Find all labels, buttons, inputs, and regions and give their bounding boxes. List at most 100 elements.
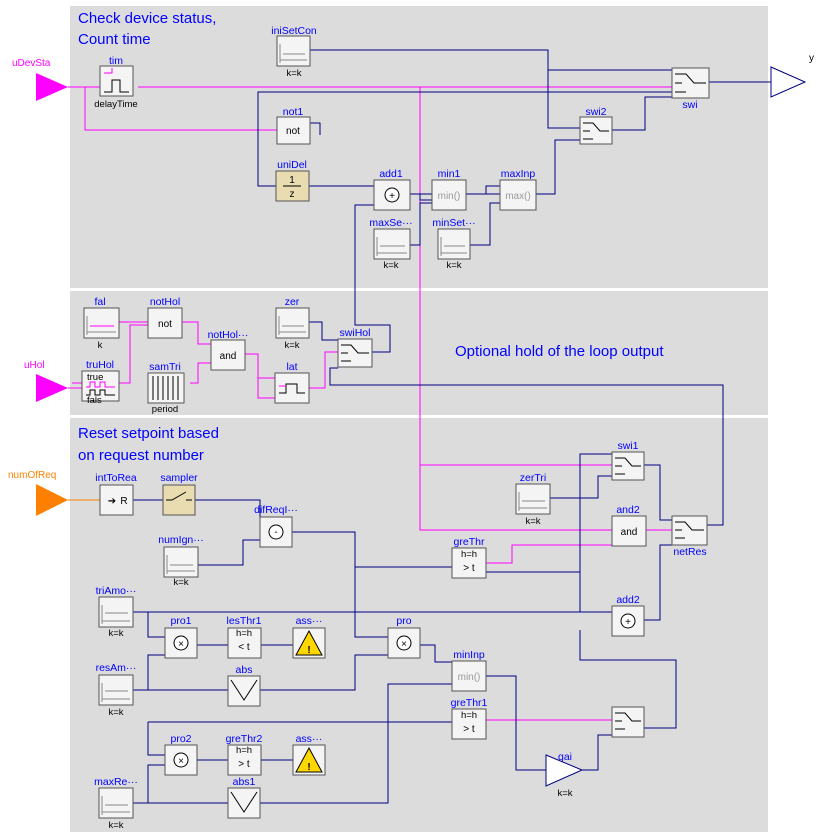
block-resAm[interactable]: resAm··· k=k	[96, 662, 137, 718]
svg-text:k=k: k=k	[286, 68, 301, 79]
block-netRes[interactable]: netRes	[671, 515, 708, 558]
svg-text:h=h: h=h	[236, 745, 252, 756]
svg-text:swiHol: swiHol	[340, 327, 371, 339]
block-add2[interactable]: add2 +	[611, 594, 645, 637]
svg-text:k=k: k=k	[108, 628, 123, 639]
block-triAmo[interactable]: triAmo··· k=k	[96, 585, 137, 639]
block-swi[interactable]: swi	[671, 67, 710, 111]
block-numIgn[interactable]: numIgn··· k=k	[158, 534, 204, 588]
svg-text:-: -	[274, 527, 277, 538]
svg-text:min(): min()	[438, 191, 461, 202]
block-iniSetCon[interactable]: iniSetCon k=k	[271, 25, 317, 79]
svg-text:> t: > t	[463, 563, 475, 574]
svg-text:notHol: notHol	[150, 296, 180, 308]
svg-text:R: R	[120, 496, 127, 507]
svg-text:sampler: sampler	[160, 472, 198, 484]
svg-text:not1: not1	[283, 106, 304, 118]
block-pro[interactable]: pro ×	[387, 615, 421, 659]
svg-text:k=k: k=k	[557, 788, 572, 799]
block-gai[interactable]: gai k=k	[545, 751, 584, 799]
block-minInp[interactable]: minInp min()	[451, 649, 487, 692]
svg-text:k=k: k=k	[446, 260, 461, 271]
svg-text:pro2: pro2	[170, 733, 191, 745]
block-and2[interactable]: and2 and	[611, 504, 647, 547]
block-truHol[interactable]: truHol true fals	[81, 359, 120, 406]
svg-text:netRes: netRes	[673, 546, 706, 558]
block-pro2[interactable]: pro2 ×	[164, 733, 198, 776]
svg-text:notHol···: notHol···	[208, 329, 249, 341]
svg-text:➔: ➔	[108, 496, 116, 507]
svg-text:k: k	[98, 340, 103, 351]
reset-note-line1: Reset setpoint based	[78, 425, 219, 442]
block-maxRe[interactable]: maxRe··· k=k	[94, 776, 138, 831]
svg-text:resAm···: resAm···	[96, 662, 137, 674]
block-not1[interactable]: not1 not	[276, 106, 311, 145]
svg-text:intToRea: intToRea	[95, 472, 137, 484]
block-greThr2[interactable]: greThr2 h=h > t	[226, 733, 263, 776]
svg-text:k=k: k=k	[284, 340, 299, 351]
block-minSet[interactable]: minSet··· k=k	[432, 217, 475, 271]
block-lesThr1[interactable]: lesThr1 h=h < t	[226, 615, 262, 659]
svg-text:gai: gai	[558, 751, 572, 763]
svg-text:minInp: minInp	[453, 649, 485, 661]
svg-text:greThr: greThr	[454, 536, 485, 548]
svg-text:samTri: samTri	[149, 361, 181, 373]
block-zer[interactable]: zer k=k	[275, 296, 310, 351]
block-ass1[interactable]: ass··· !	[292, 615, 326, 659]
svg-text:max(): max()	[505, 191, 531, 202]
output-port-y[interactable]: y	[770, 53, 814, 98]
svg-text:add2: add2	[616, 594, 640, 606]
block-greThr[interactable]: greThr h=h > t	[451, 536, 487, 579]
svg-text:triAmo···: triAmo···	[96, 585, 137, 597]
block-abs1[interactable]: abs1	[227, 776, 261, 819]
block-swi3[interactable]: swi3	[611, 706, 645, 738]
block-maxSe[interactable]: maxSe··· k=k	[369, 217, 412, 271]
block-pro1[interactable]: pro1 ×	[164, 615, 198, 659]
svg-text:h=h: h=h	[236, 628, 252, 639]
block-uniDel[interactable]: uniDel 1 z	[275, 159, 310, 202]
svg-text:k=k: k=k	[525, 516, 540, 527]
block-samTri[interactable]: samTri period	[147, 361, 185, 415]
block-notHolAnd[interactable]: notHol··· and	[208, 329, 249, 371]
block-difReq[interactable]: difReqI··· -	[254, 504, 298, 548]
svg-text:+: +	[625, 617, 631, 628]
svg-text:ass···: ass···	[296, 733, 323, 745]
svg-text:maxRe···: maxRe···	[94, 776, 138, 788]
svg-text:pro1: pro1	[170, 615, 191, 627]
svg-text:fal: fal	[94, 296, 105, 308]
block-add1[interactable]: add1 +	[373, 168, 411, 211]
block-fal[interactable]: fal k	[83, 296, 120, 351]
input-port-uHol[interactable]: uHol	[24, 360, 68, 402]
block-sampler[interactable]: sampler	[160, 472, 198, 516]
svg-text:k=k: k=k	[383, 260, 398, 271]
svg-text:min(): min()	[458, 672, 481, 683]
input-port-uDevSta[interactable]: uDevSta	[12, 58, 68, 101]
uHol-label: uHol	[24, 360, 45, 371]
block-maxInp[interactable]: maxInp max()	[499, 168, 537, 211]
connection-wires	[68, 49, 771, 804]
input-port-numOfReq[interactable]: numOfReq	[8, 470, 100, 516]
block-swi2[interactable]: swi2	[579, 106, 613, 145]
block-swiHol[interactable]: swiHol	[337, 327, 373, 368]
svg-text:not: not	[158, 319, 172, 330]
block-tim[interactable]: tim delayTime	[94, 55, 137, 110]
block-min1[interactable]: min1 min()	[431, 168, 467, 211]
block-notHol[interactable]: notHol not	[147, 296, 183, 339]
block-abs[interactable]: abs	[227, 664, 261, 707]
block-lat[interactable]: lat	[274, 361, 310, 404]
block-swi1[interactable]: swi1	[611, 440, 645, 481]
svg-text:k=k: k=k	[108, 707, 123, 718]
svg-text:×: ×	[178, 756, 184, 767]
svg-text:minSet···: minSet···	[432, 217, 475, 229]
block-greThr1[interactable]: greThr1 h=h > t	[451, 697, 488, 740]
block-intToRea[interactable]: intToRea ➔ R	[95, 472, 137, 516]
svg-text:swi: swi	[682, 99, 697, 111]
hold-panel	[70, 291, 768, 415]
block-ass2[interactable]: ass··· !	[292, 733, 326, 776]
svg-text:lat: lat	[286, 361, 297, 373]
svg-text:!: !	[307, 645, 310, 656]
svg-text:uniDel: uniDel	[277, 159, 307, 171]
status-panel	[70, 6, 768, 288]
block-zerTri[interactable]: zerTri k=k	[515, 472, 551, 527]
